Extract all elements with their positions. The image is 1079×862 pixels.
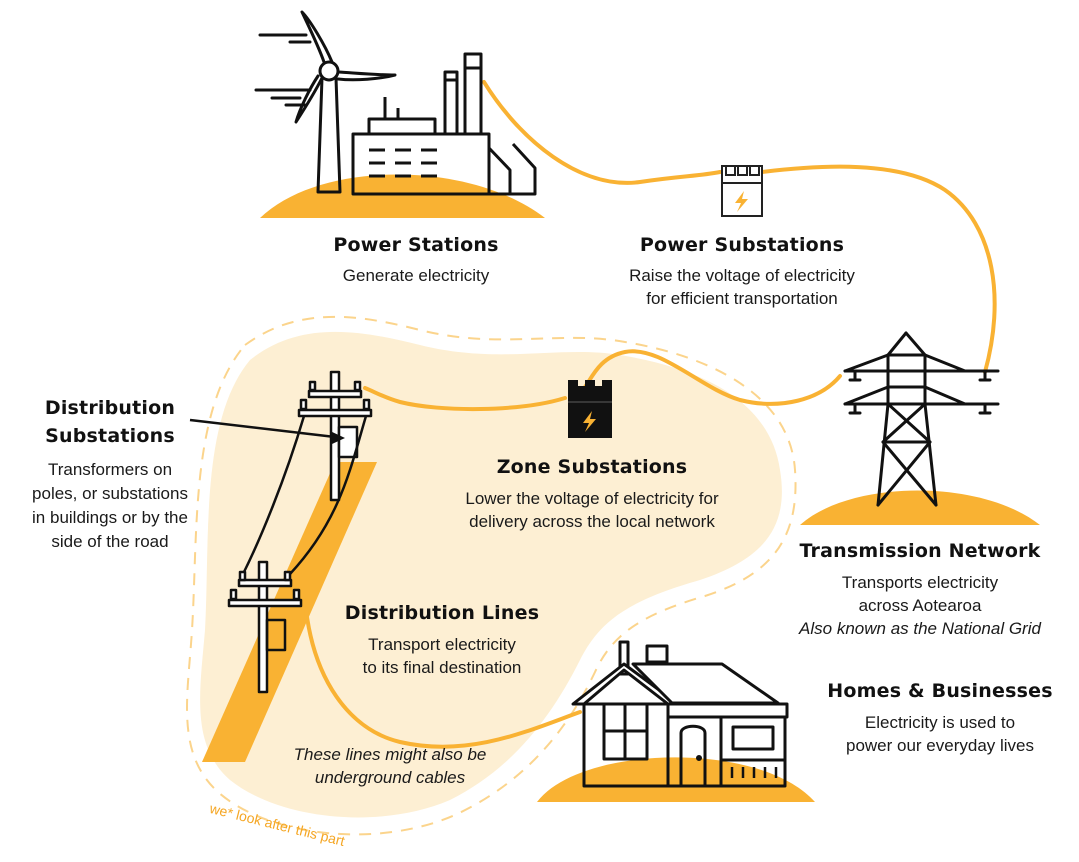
power-substations-label: Power Substations Raise the voltage of e… bbox=[592, 234, 892, 310]
power-pole-icon bbox=[227, 560, 303, 694]
distribution-lines-description-line-2: to its final destination bbox=[362, 658, 522, 677]
local-network-dashed-outline bbox=[186, 315, 797, 836]
distribution-substations-label: Distribution Substations Transformers on… bbox=[10, 394, 210, 554]
transmission-network-note: Also known as the National Grid bbox=[799, 619, 1041, 638]
power-line bbox=[303, 80, 997, 749]
lightning-bolt-icon bbox=[583, 411, 596, 432]
tower-ground bbox=[800, 490, 1040, 525]
zone-substations-description-line-1: Lower the voltage of electricity for bbox=[465, 489, 719, 508]
house-ground bbox=[537, 757, 815, 802]
distribution-substations-title-line-2: Substations bbox=[45, 425, 175, 447]
pole-band bbox=[202, 462, 377, 762]
transmission-tower-icon bbox=[843, 331, 1000, 507]
distribution-substations-description-line-4: side of the road bbox=[51, 532, 169, 551]
homes-businesses-description-line-2: power our everyday lives bbox=[845, 736, 1035, 755]
lightning-bolt-icon bbox=[735, 191, 748, 212]
power-stations-title: Power Stations bbox=[333, 234, 499, 256]
homes-businesses-title: Homes & Businesses bbox=[827, 680, 1053, 702]
zone-substations-description-line-2: delivery across the local network bbox=[469, 512, 715, 531]
distribution-substations-description-line-1: Transformers on bbox=[47, 460, 173, 479]
homes-businesses-description-line-1: Electricity is used to bbox=[864, 713, 1016, 732]
power-substations-description-line-1: Raise the voltage of electricity bbox=[629, 266, 855, 285]
power-stations-description: Generate electricity bbox=[342, 266, 490, 285]
transmission-network-label: Transmission Network Transports electric… bbox=[780, 540, 1060, 640]
distribution-substations-title-line-1: Distribution bbox=[44, 397, 176, 419]
distribution-lines-title: Distribution Lines bbox=[344, 602, 540, 624]
homes-businesses-label: Homes & Businesses Electricity is used t… bbox=[810, 680, 1070, 757]
power-stations-label: Power Stations Generate electricity bbox=[316, 234, 516, 287]
house-icon bbox=[571, 640, 789, 788]
factory-icon bbox=[351, 52, 537, 196]
power-substations-title: Power Substations bbox=[639, 234, 845, 256]
distribution-substations-description-line-2: poles, or substations bbox=[32, 484, 188, 503]
transmission-network-description-line-1: Transports electricity bbox=[841, 573, 999, 592]
zone-substations-title: Zone Substations bbox=[496, 456, 688, 478]
distribution-lines-description-line-1: Transport electricity bbox=[368, 635, 516, 654]
distribution-substations-description-line-3: in buildings or by the bbox=[32, 508, 188, 527]
transmission-network-description-line-2: across Aotearoa bbox=[858, 596, 982, 615]
zone-substations-label: Zone Substations Lower the voltage of el… bbox=[432, 456, 752, 533]
pointer-arrow bbox=[189, 418, 345, 444]
underground-cables-note-line-1: These lines might also be bbox=[293, 745, 487, 764]
wind-turbine-icon bbox=[254, 10, 397, 194]
power-station-ground bbox=[260, 174, 545, 218]
underground-cables-note-line-2: underground cables bbox=[314, 768, 466, 787]
underground-cables-note: These lines might also be underground ca… bbox=[260, 743, 520, 789]
power-substation-icon bbox=[721, 165, 763, 217]
power-substations-description-line-2: for efficient transportation bbox=[646, 289, 838, 308]
transmission-network-title: Transmission Network bbox=[799, 540, 1041, 562]
distribution-lines-label: Distribution Lines Transport electricity… bbox=[322, 602, 562, 679]
zone-substation-icon bbox=[568, 380, 612, 438]
